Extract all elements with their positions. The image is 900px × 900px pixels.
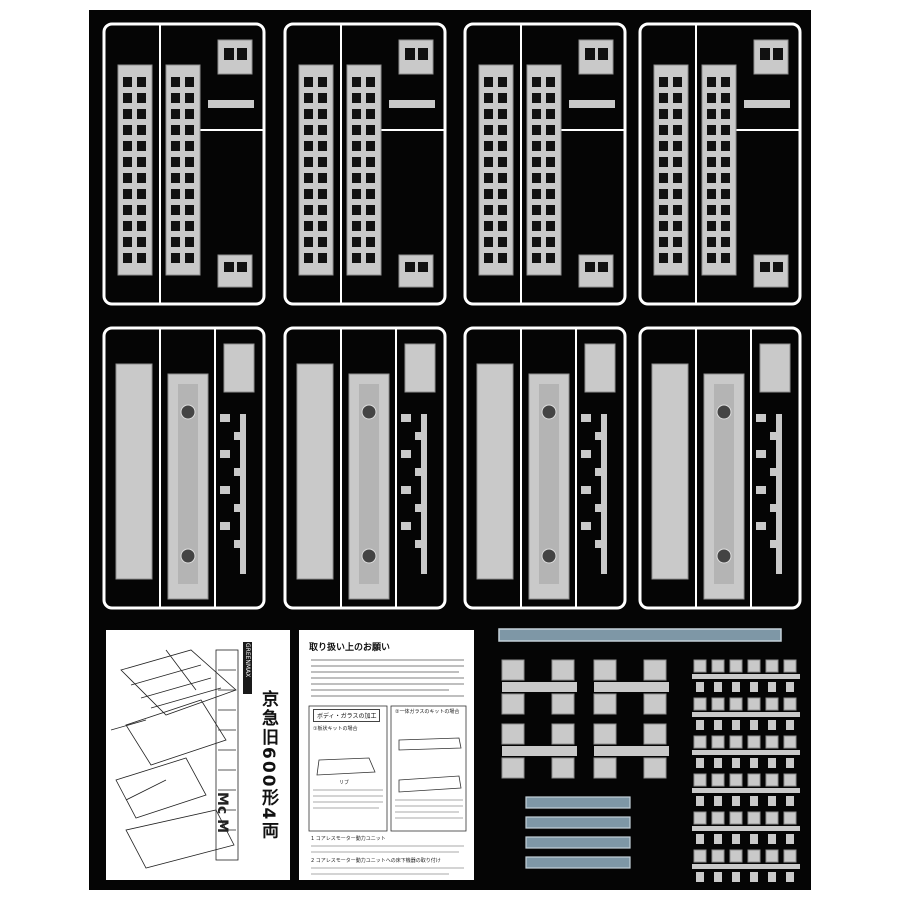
underfloor-parts-icon	[692, 864, 800, 869]
runner-frame-icon	[463, 22, 627, 306]
runner-frame-icon	[638, 22, 802, 306]
glass-strip-top	[498, 628, 782, 642]
instruction-sheet-diagram: GREENMAX 京急旧600形4両 Mc M	[106, 630, 290, 880]
underfloor-parts-icon	[502, 746, 577, 756]
runner-frame-icon	[638, 326, 802, 610]
motor-note-1: 1 コアレスモーター動力ユニット	[311, 836, 386, 842]
runner-frame-icon	[102, 326, 266, 610]
underfloor-parts-icon	[692, 712, 800, 717]
underfloor-parts-group	[501, 659, 669, 779]
body-sprue-1	[102, 22, 266, 306]
section-integrated-glass: ②一体ガラスのキットの場合	[395, 709, 460, 715]
runner-frame-icon	[102, 22, 266, 306]
underfloor-parts-icon	[692, 674, 800, 679]
underfloor-parts-icon	[594, 682, 669, 692]
car-code-label: Mc M	[214, 792, 230, 834]
body-sprue-3	[463, 22, 627, 306]
assembly-diagram-icon	[110, 649, 239, 869]
underfloor-parts-icon	[692, 826, 800, 831]
rib-label: リブ	[339, 780, 350, 786]
motor-note-2: 2 コアレスモーター動力ユニットへの床下機器の取り付け	[311, 858, 441, 864]
floor-sprue-2	[283, 326, 447, 610]
underfloor-parts-icon	[502, 682, 577, 692]
floor-sprue-1	[102, 326, 266, 610]
section-flat-kit: ①板状キットの場合	[313, 726, 358, 732]
product-title: 京急旧600形4両	[258, 690, 278, 841]
section-body-glass: ボディ・ガラスの加工	[313, 709, 381, 722]
runner-frame-icon	[463, 326, 627, 610]
floor-chassis-icon	[296, 363, 334, 580]
small-parts-column	[692, 659, 800, 882]
floor-chassis-icon	[651, 363, 689, 580]
runner-frame-icon	[283, 326, 447, 610]
text-lines-icon	[308, 659, 467, 875]
floor-chassis-icon	[476, 363, 514, 580]
body-sprue-2	[283, 22, 447, 306]
floor-sprue-4	[638, 326, 802, 610]
runner-frame-icon	[283, 22, 447, 306]
glass-strips-bottom	[525, 796, 631, 869]
sheet-heading: 取り扱い上のお願い	[309, 643, 391, 653]
underfloor-parts-icon	[692, 788, 800, 793]
floor-chassis-icon	[115, 363, 153, 580]
brand-badge: GREENMAX	[243, 642, 252, 694]
instruction-sheet-notes: 取り扱い上のお願い	[299, 630, 474, 880]
body-sprue-4	[638, 22, 802, 306]
underfloor-parts-icon	[594, 746, 669, 756]
underfloor-parts-icon	[692, 750, 800, 755]
floor-sprue-3	[463, 326, 627, 610]
